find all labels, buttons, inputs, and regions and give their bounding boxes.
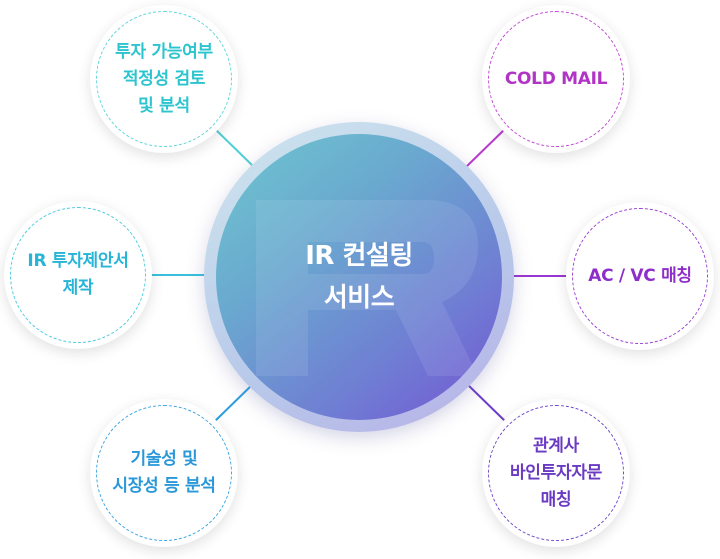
node-ir-proposal: IR 투자제안서 제작	[4, 201, 152, 349]
node-investment-review: 투자 가능여부 적정성 검토 및 분석	[90, 5, 238, 153]
connector-investment-review	[213, 127, 255, 168]
node-investment-review-line-2: 적정성 검토	[122, 68, 206, 89]
connector-affiliate	[465, 382, 507, 423]
node-acvc-ring	[572, 208, 708, 344]
node-tech-market-label: 기술성 및 시장성 등 분석	[90, 399, 238, 547]
node-tech-market-line-1: 기술성 및	[130, 449, 198, 469]
center-hub: IR 컨설팅 서비스	[204, 122, 514, 432]
node-investment-review-label: 투자 가능여부 적정성 검토 및 분석	[90, 5, 238, 153]
center-title: IR 컨설팅 서비스	[305, 235, 413, 319]
node-tech-market-ring	[96, 405, 232, 541]
center-title-line-1: IR 컨설팅	[305, 241, 413, 271]
node-affiliate-line-2: 바인투자자문	[509, 462, 603, 483]
logo-watermark	[256, 200, 478, 376]
node-affiliate-line-3: 매칭	[540, 489, 572, 510]
node-cold-mail-line-1: COLD MAIL	[504, 68, 608, 89]
node-cold-mail-label: COLD MAIL	[482, 5, 630, 153]
node-investment-review-line-1: 투자 가능여부	[115, 41, 213, 62]
node-ir-proposal-line-1: IR 투자제안서	[27, 251, 129, 271]
node-acvc-label: AC / VC 매칭	[566, 202, 714, 350]
node-investment-review-ring	[96, 11, 232, 147]
node-cold-mail: COLD MAIL	[482, 5, 630, 153]
node-acvc-line-1: AC / VC 매칭	[588, 265, 692, 286]
node-ir-proposal-ring	[10, 207, 146, 343]
node-tech-market-line-2: 시장성 등 분석	[112, 476, 216, 496]
connector-tech-market	[213, 382, 255, 423]
node-ir-proposal-label: IR 투자제안서 제작	[4, 201, 152, 349]
node-affiliate-label: 관계사 바인투자자문 매칭	[482, 399, 630, 547]
center-circle: IR 컨설팅 서비스	[216, 134, 502, 420]
center-title-line-2: 서비스	[323, 283, 395, 313]
node-ir-proposal-line-2: 제작	[62, 278, 94, 298]
connector-cold-mail	[465, 127, 507, 168]
node-affiliate-ring	[488, 405, 624, 541]
node-affiliate-line-1: 관계사	[532, 435, 579, 456]
node-acvc: AC / VC 매칭	[566, 202, 714, 350]
node-affiliate: 관계사 바인투자자문 매칭	[482, 399, 630, 547]
node-tech-market: 기술성 및 시장성 등 분석	[90, 399, 238, 547]
node-investment-review-line-3: 및 분석	[138, 95, 190, 116]
node-cold-mail-ring	[488, 11, 624, 147]
